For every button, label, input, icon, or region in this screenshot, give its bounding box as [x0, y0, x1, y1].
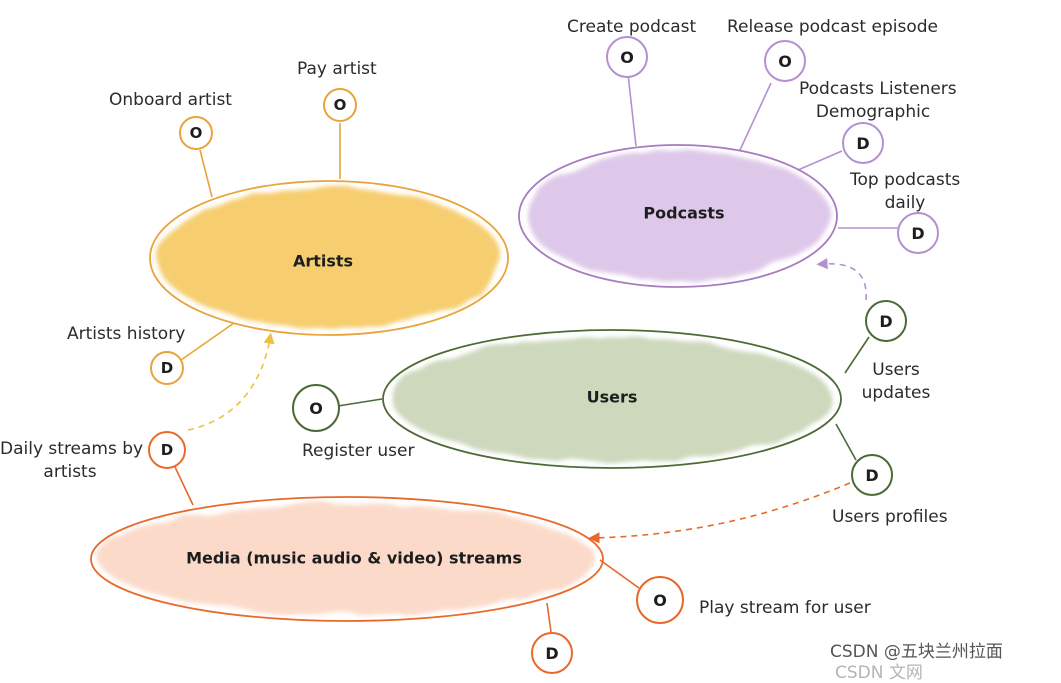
arrow-users-profiles-to-media: [588, 482, 851, 544]
media-domain: [90, 496, 604, 622]
artists-history-badge[interactable]: D: [150, 351, 184, 385]
line-onboard-artist: [199, 149, 213, 198]
users-title: Users: [586, 387, 638, 407]
podcasts-demographic-label: Podcasts Listeners Demographic: [799, 78, 957, 124]
line-media-output: [546, 602, 552, 633]
artists-domain: [149, 180, 509, 336]
media-title: Media (music audio & video) streams: [186, 548, 522, 568]
daily-streams-badge[interactable]: D: [148, 431, 186, 469]
connector-lines: [174, 73, 898, 633]
line-play-stream: [599, 559, 640, 589]
line-release-episode: [739, 82, 772, 151]
daily-streams-label: Daily streams by artists: [0, 438, 144, 484]
top-podcasts-label-line2: daily: [884, 193, 926, 213]
line-users-updates: [844, 336, 870, 374]
play-stream-badge[interactable]: O: [636, 576, 684, 624]
users-profiles-badge[interactable]: D: [851, 454, 893, 496]
create-podcast-badge[interactable]: O: [606, 36, 648, 78]
podcasts-title: Podcasts: [643, 203, 725, 223]
watermark-text-faded: CSDN 文网: [835, 663, 923, 683]
line-artists-history: [180, 322, 235, 361]
users-updates-label: Users updates: [856, 359, 936, 405]
arrow-users-updates-to-podcasts: [816, 258, 867, 301]
register-user-label: Register user: [302, 441, 415, 461]
line-daily-streams: [174, 466, 194, 506]
top-podcasts-badge[interactable]: D: [897, 212, 939, 254]
line-create-podcast: [627, 73, 637, 147]
users-domain: [382, 329, 842, 469]
register-user-badge[interactable]: O: [292, 384, 340, 432]
users-profiles-label: Users profiles: [832, 507, 948, 527]
daily-streams-label-line1: Daily streams by: [0, 439, 144, 459]
top-podcasts-label-line1: Top podcasts: [850, 170, 961, 190]
release-episode-label: Release podcast episode: [727, 17, 938, 37]
play-stream-label: Play stream for user: [699, 598, 871, 618]
line-users-profiles: [835, 423, 857, 461]
onboard-artist-label: Onboard artist: [109, 90, 232, 110]
podcasts-demographic-label-line2: Demographic: [815, 102, 931, 122]
users-updates-label-line1: Users: [872, 360, 920, 380]
domain-diagram: [90, 73, 898, 633]
users-updates-badge[interactable]: D: [865, 300, 907, 342]
watermark-text: CSDN @五块兰州拉面: [830, 642, 1003, 662]
podcasts-domain: [518, 144, 838, 288]
onboard-artist-badge[interactable]: O: [179, 116, 213, 150]
podcasts-demographic-label-line1: Podcasts Listeners: [799, 79, 957, 99]
artists-history-label: Artists history: [67, 324, 186, 344]
line-register-user: [337, 398, 383, 407]
arrow-daily-streams-to-artists: [187, 332, 275, 431]
media-output-badge[interactable]: D: [531, 632, 573, 674]
release-episode-badge[interactable]: O: [764, 40, 806, 82]
create-podcast-label: Create podcast: [567, 17, 697, 37]
users-updates-label-line2: updates: [861, 383, 931, 403]
pay-artist-badge[interactable]: O: [323, 88, 357, 122]
daily-streams-label-line2: artists: [43, 462, 97, 482]
podcasts-demographic-badge[interactable]: D: [842, 122, 884, 164]
line-podcasts-demographic: [797, 150, 843, 171]
top-podcasts-label: Top podcasts daily: [850, 169, 960, 215]
artists-title: Artists: [292, 251, 354, 271]
pay-artist-label: Pay artist: [297, 59, 377, 79]
